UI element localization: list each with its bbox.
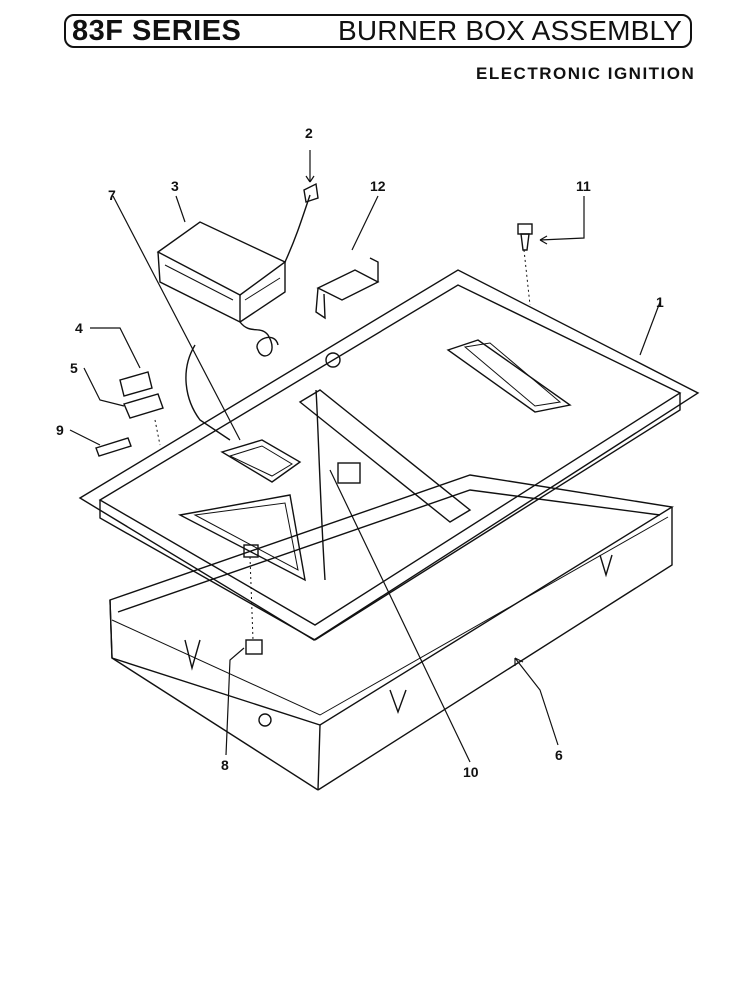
hinge-parts: [95, 371, 164, 457]
burner-box-top-panel: [78, 269, 700, 641]
callout-4: 4: [75, 320, 83, 336]
callout-5: 5: [70, 360, 78, 376]
callout-9: 9: [56, 422, 64, 438]
callout-8: 8: [221, 757, 229, 773]
subtitle: ELECTRONIC IGNITION: [476, 64, 696, 83]
callout-10: 10: [463, 764, 479, 780]
leader-lines: [69, 150, 661, 763]
callout-3: 3: [171, 178, 179, 194]
wire-lead: [284, 182, 319, 263]
assembly-title: BURNER BOX ASSEMBLY: [338, 15, 683, 46]
callout-12: 12: [370, 178, 386, 194]
title-frame: [64, 14, 692, 48]
callout-1: 1: [656, 294, 664, 310]
mounting-bracket: [315, 257, 380, 320]
callout-6: 6: [555, 747, 563, 763]
screw: [517, 223, 533, 306]
series-title: 83F SERIES: [72, 15, 242, 47]
fitting: [243, 544, 263, 655]
burner-box-tray: [109, 474, 674, 791]
callout-2: 2: [305, 125, 313, 141]
spark-module: [156, 221, 287, 441]
callout-11: 11: [576, 178, 591, 194]
callout-7: 7: [108, 187, 116, 203]
